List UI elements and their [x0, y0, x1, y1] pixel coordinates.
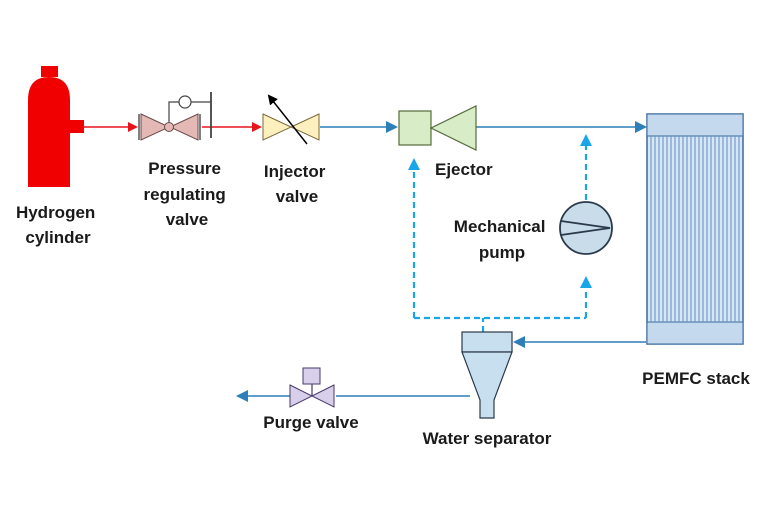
pressure-regulating-valve-icon: [138, 92, 212, 141]
purge-valve-icon: [289, 367, 335, 408]
mechanical-pump-icon: [559, 201, 613, 255]
pemfc-stack-icon: [646, 113, 744, 345]
purge-valve-label: Purge valve: [263, 413, 358, 432]
pemfc-stack-label: PEMFC stack: [642, 369, 750, 388]
injector-valve-label: Injector valve: [264, 162, 330, 206]
pressure-regulating-valve-label: Pressure regulating valve: [144, 159, 231, 229]
water-separator-icon: [461, 331, 513, 419]
hydrogen-cylinder-icon: [28, 66, 84, 187]
ejector-icon: [398, 105, 477, 151]
hydrogen-cylinder-label: Hydrogen cylinder: [16, 203, 100, 247]
water-separator-label: Water separator: [423, 429, 552, 448]
recirculation-line: [408, 134, 592, 332]
mechanical-pump-label: Mechanical pump: [454, 217, 550, 262]
ejector-label: Ejector: [435, 160, 493, 179]
injector-valve-icon: [262, 94, 320, 145]
